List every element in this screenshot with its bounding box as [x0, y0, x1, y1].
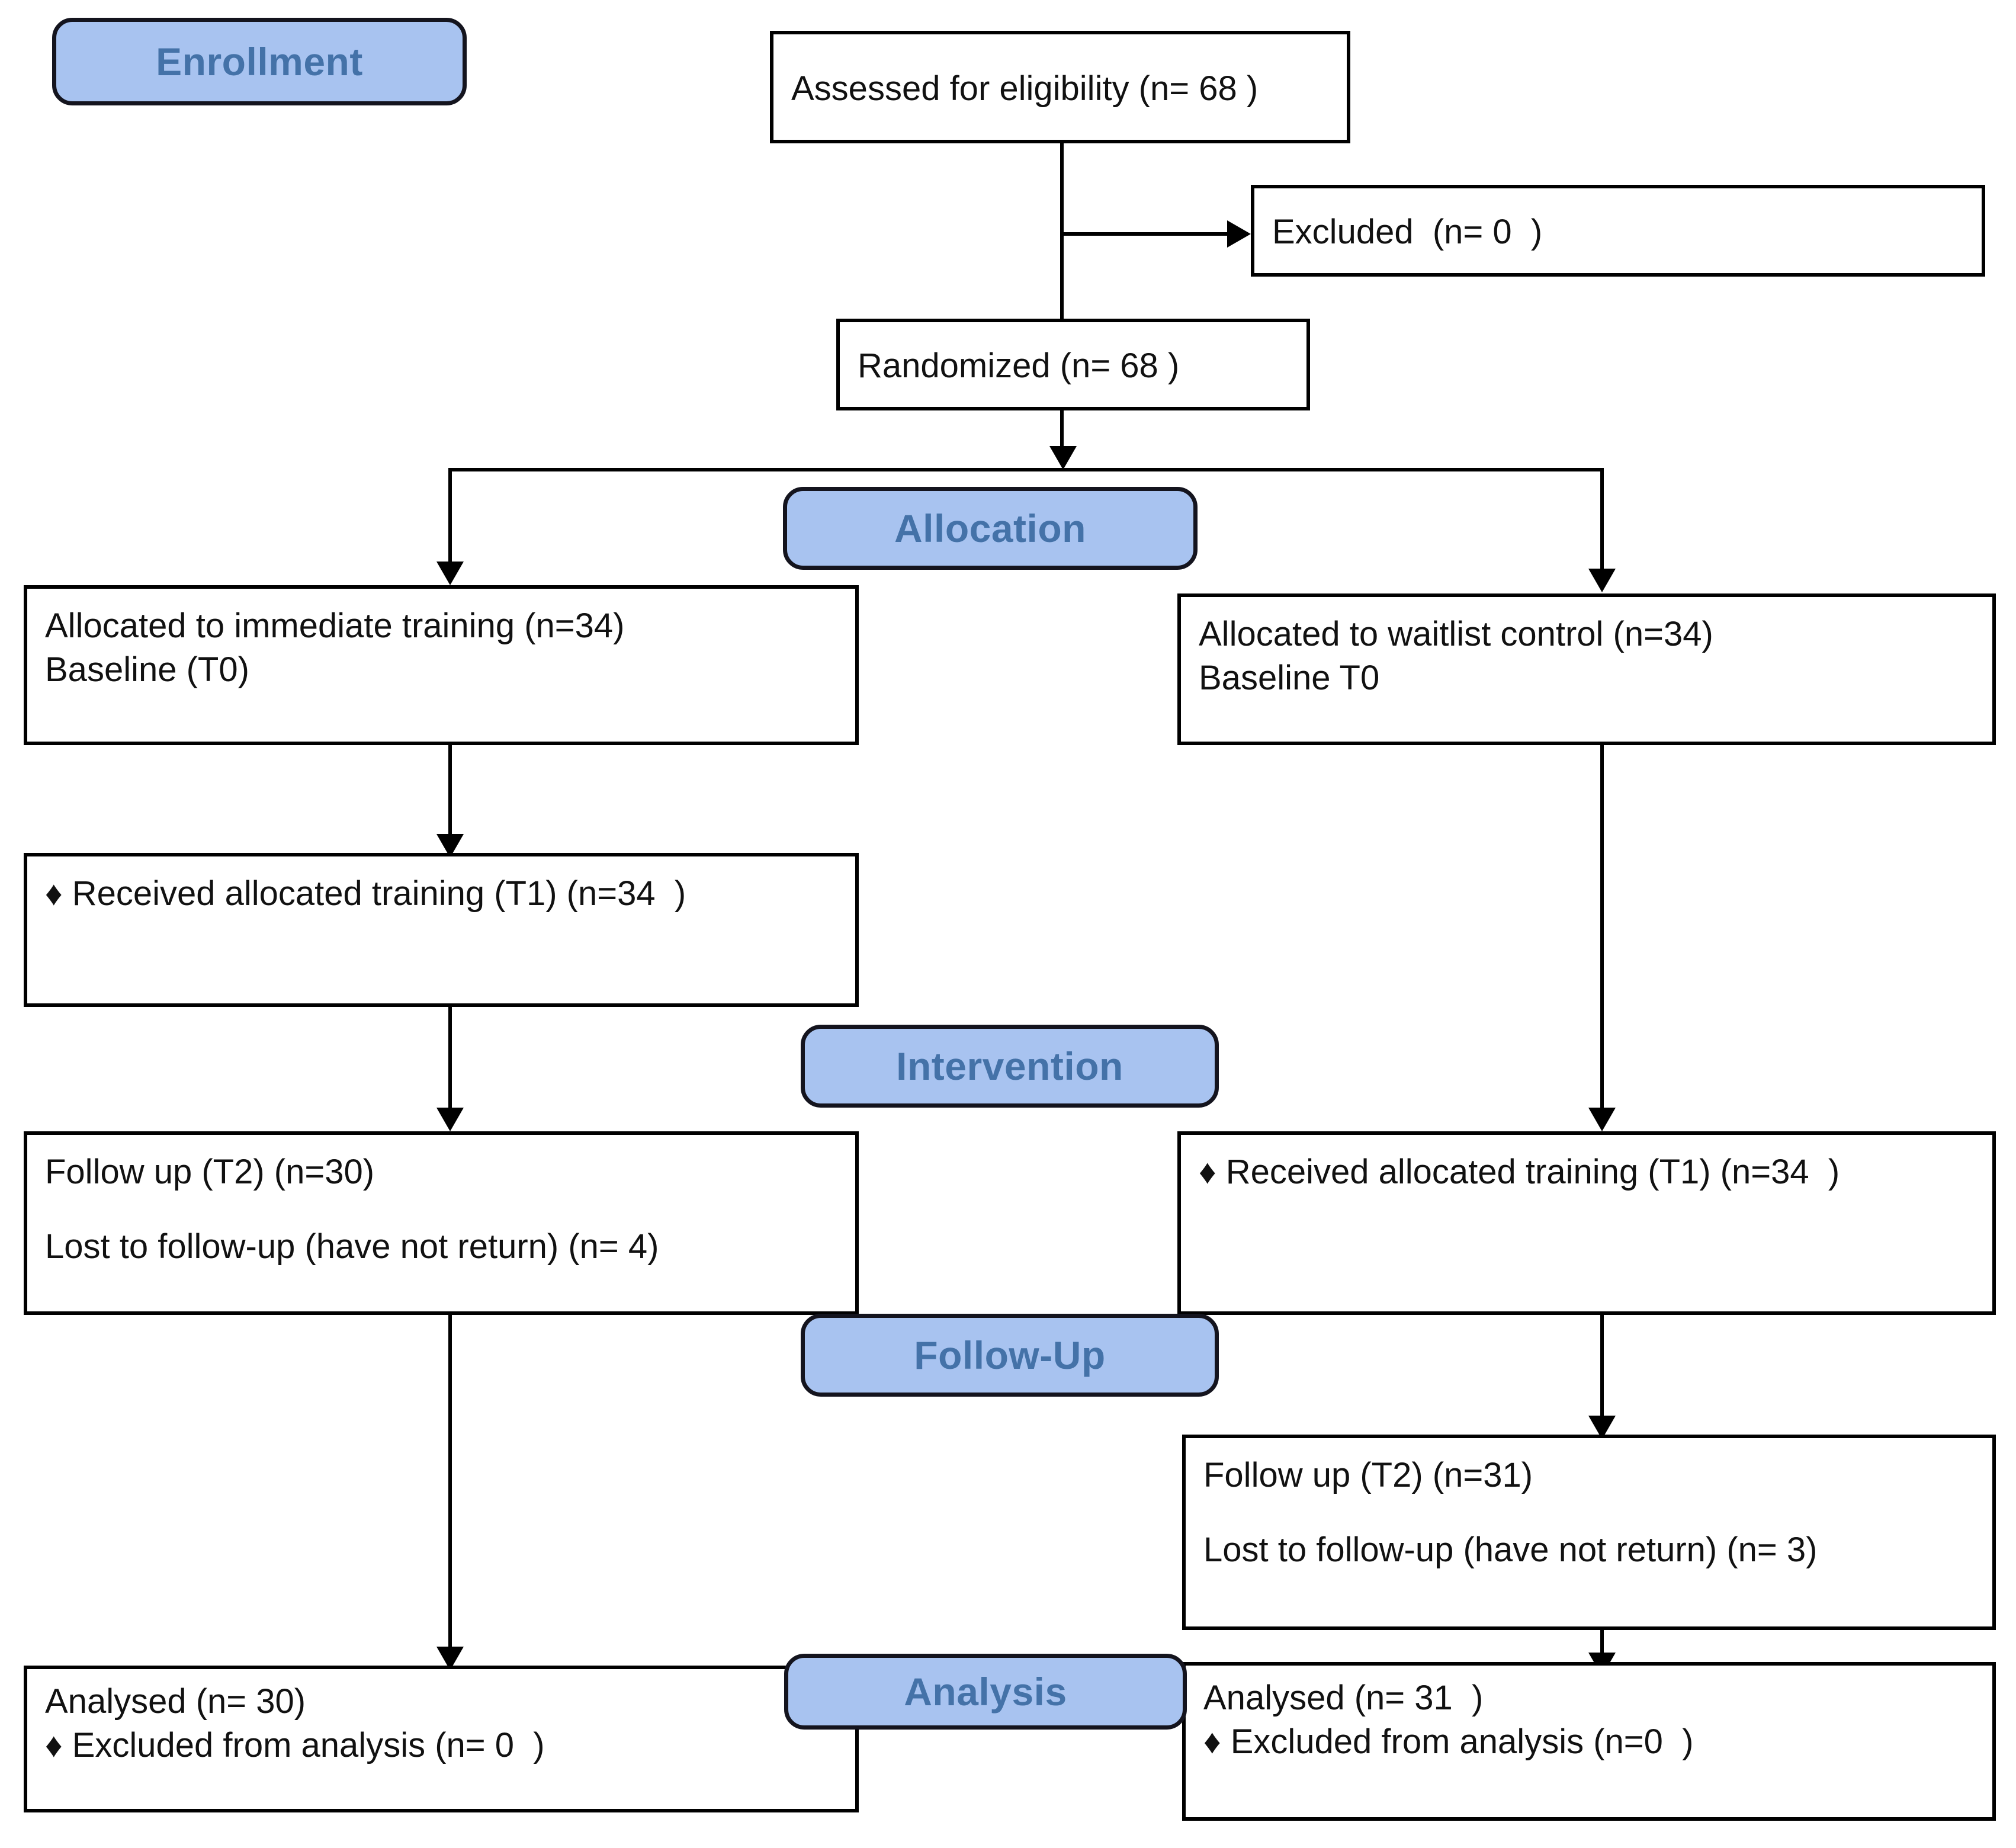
- left-followup-line-2: Lost to follow-up (have not return) (n= …: [45, 1227, 659, 1266]
- box-right-allocated: Allocated to waitlist control (n=34) Bas…: [1177, 593, 1996, 745]
- left-received-text: ♦ Received allocated training (T1) (n=34…: [45, 874, 686, 913]
- right-analysed-line-1: Analysed (n= 31 ): [1203, 1679, 1484, 1717]
- connector-left-followup-to-analysed: [448, 1315, 452, 1647]
- stage-badge-followup: Follow-Up: [801, 1314, 1219, 1397]
- right-analysed-line-2: ♦ Excluded from analysis (n=0 ): [1203, 1722, 1694, 1762]
- connector-left-received-to-followup: [448, 1007, 452, 1108]
- assessed-text: Assessed for eligibility (n= 68 ): [791, 69, 1259, 108]
- stage-label-intervention: Intervention: [896, 1044, 1123, 1088]
- left-allocated-line-1: Allocated to immediate training (n=34): [45, 607, 625, 645]
- box-right-analysed: Analysed (n= 31 ) ♦ Excluded from analys…: [1182, 1662, 1996, 1821]
- connector-right-received-to-followup: [1600, 1315, 1604, 1416]
- box-right-received-training: ♦ Received allocated training (T1) (n=34…: [1177, 1131, 1996, 1315]
- box-randomized: Randomized (n= 68 ): [836, 319, 1310, 410]
- connector-right-followup-to-analysed: [1600, 1630, 1604, 1658]
- box-left-received-training: ♦ Received allocated training (T1) (n=34…: [24, 853, 859, 1007]
- connector-split-bar: [448, 468, 1604, 471]
- box-left-allocated: Allocated to immediate training (n=34) B…: [24, 585, 859, 745]
- left-analysed-line-1: Analysed (n= 30): [45, 1682, 306, 1721]
- arrowhead-to-excluded: [1227, 220, 1251, 248]
- right-followup-line-1: Follow up (T2) (n=31): [1203, 1456, 1533, 1494]
- box-excluded: Excluded (n= 0 ): [1251, 185, 1985, 277]
- connector-to-excluded: [1060, 232, 1227, 236]
- stage-label-enrollment: Enrollment: [156, 40, 363, 84]
- box-assessed-for-eligibility: Assessed for eligibility (n= 68 ): [770, 31, 1350, 143]
- stage-label-analysis: Analysis: [904, 1670, 1067, 1714]
- connector-left-allocated-to-received: [448, 745, 452, 834]
- left-allocated-line-2: Baseline (T0): [45, 650, 249, 689]
- stage-badge-intervention: Intervention: [801, 1025, 1219, 1108]
- connector-right-allocated-to-received: [1600, 745, 1604, 1108]
- arrowhead-left-allocation: [436, 562, 464, 585]
- left-analysed-line-2: ♦ Excluded from analysis (n= 0 ): [45, 1726, 545, 1765]
- stage-label-allocation: Allocation: [894, 506, 1086, 550]
- arrowhead-right-allocation: [1588, 569, 1616, 592]
- right-allocated-line-2: Baseline T0: [1199, 659, 1380, 698]
- box-left-analysed: Analysed (n= 30) ♦ Excluded from analysi…: [24, 1666, 859, 1812]
- connector-randomized-down: [1060, 410, 1064, 446]
- stage-label-followup: Follow-Up: [914, 1333, 1106, 1377]
- connector-right-arm-drop: [1600, 468, 1604, 570]
- arrowhead-left-followup: [436, 1108, 464, 1131]
- arrowhead-randomized-split: [1049, 446, 1077, 470]
- right-followup-line-2: Lost to follow-up (have not return) (n= …: [1203, 1531, 1818, 1570]
- connector-assessed-down: [1060, 143, 1064, 386]
- box-right-followup: Follow up (T2) (n=31) Lost to follow-up …: [1182, 1435, 1996, 1630]
- excluded-text: Excluded (n= 0 ): [1272, 213, 1543, 252]
- randomized-text: Randomized (n= 68 ): [858, 346, 1180, 386]
- connector-left-arm-drop: [448, 468, 452, 563]
- right-allocated-line-1: Allocated to waitlist control (n=34): [1199, 615, 1713, 653]
- box-left-followup: Follow up (T2) (n=30) Lost to follow-up …: [24, 1131, 859, 1315]
- stage-badge-enrollment: Enrollment: [52, 18, 467, 105]
- arrowhead-right-received: [1588, 1108, 1616, 1131]
- stage-badge-allocation: Allocation: [783, 487, 1198, 570]
- right-received-text: ♦ Received allocated training (T1) (n=34…: [1199, 1153, 1840, 1191]
- stage-badge-analysis: Analysis: [784, 1654, 1187, 1730]
- left-followup-line-1: Follow up (T2) (n=30): [45, 1153, 375, 1191]
